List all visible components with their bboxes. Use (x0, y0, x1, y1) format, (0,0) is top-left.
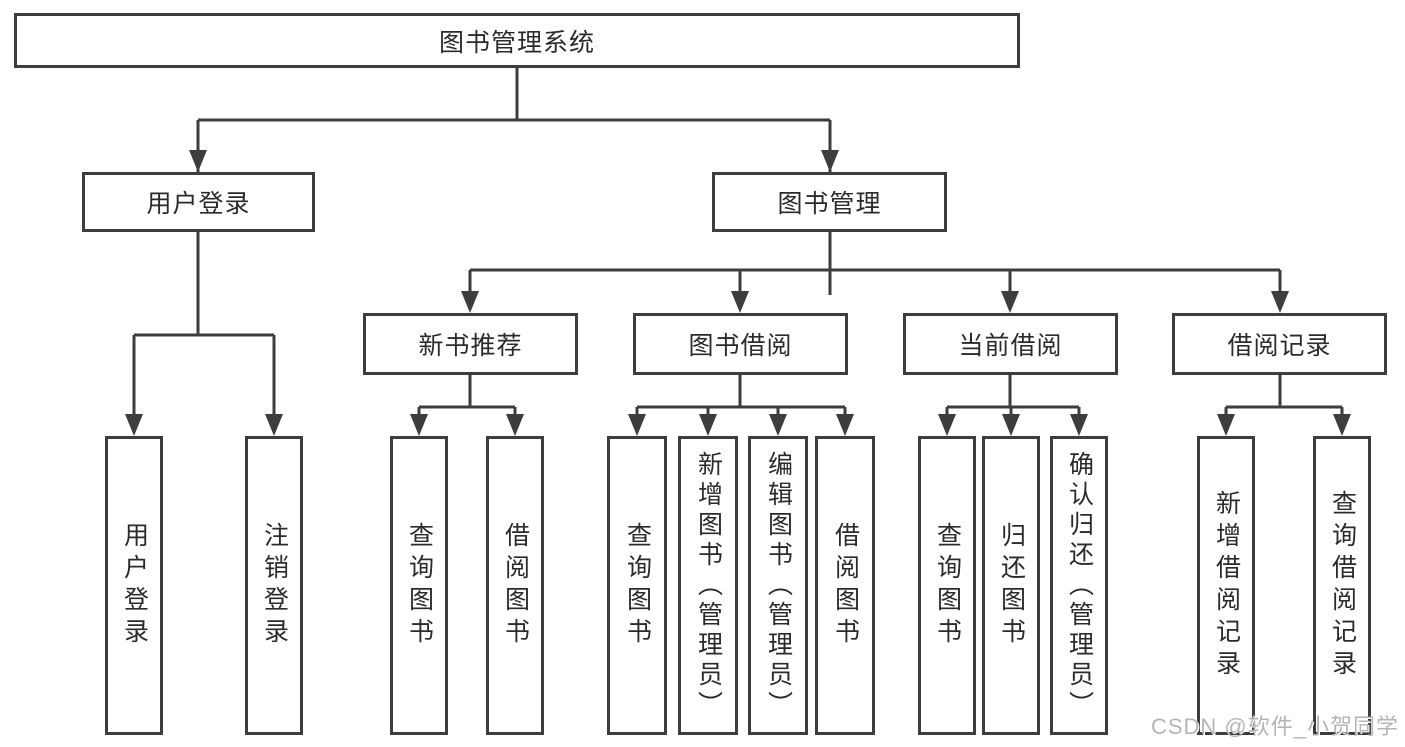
arrowhead (410, 414, 428, 436)
leaf-label: 新增图书（管理员） (694, 450, 723, 721)
leaf-label: 借阅图书 (831, 521, 860, 650)
leaf-query-books: 查询图书 (390, 436, 448, 735)
node-label: 借阅记录 (1227, 332, 1332, 360)
leaf-label: 查询图书 (405, 521, 434, 650)
arrowhead (769, 414, 787, 436)
leaf-query-books: 查询图书 (607, 436, 667, 735)
arrowhead (1271, 291, 1289, 313)
leaf-label: 查询借阅记录 (1328, 489, 1357, 682)
wire-book-management (468, 232, 1282, 294)
node-label: 用户登录 (146, 190, 251, 218)
leaf-label: 注销登录 (260, 521, 289, 650)
leaf-label: 确认归还（管理员） (1065, 450, 1094, 721)
node-label: 新书推荐 (418, 332, 523, 360)
leaf-logout: 注销登录 (245, 436, 303, 735)
node-label: 图书管理系统 (438, 28, 595, 57)
arrowhead (836, 414, 854, 436)
arrowhead (1333, 414, 1351, 436)
arrowhead (699, 414, 717, 436)
arrowhead (1070, 414, 1088, 436)
leaf-edit-books-admin: 编辑图书（管理员） (748, 436, 808, 735)
arrowhead (461, 291, 479, 313)
leaf-query-borrow-record: 查询借阅记录 (1313, 436, 1371, 735)
node-book-borrow: 图书借阅 (633, 313, 848, 375)
node-label: 当前借阅 (958, 332, 1063, 360)
leaf-label: 查询图书 (933, 521, 962, 650)
node-current-borrow: 当前借阅 (903, 313, 1118, 375)
leaf-add-borrow-record: 新增借阅记录 (1197, 436, 1255, 735)
leaf-borrow-books: 借阅图书 (486, 436, 544, 735)
node-library-management-system: 图书管理系统 (14, 13, 1020, 68)
node-label: 图书管理 (777, 190, 882, 218)
wire-current-borrow (945, 375, 1081, 417)
wire-new-book-recommend (417, 375, 517, 417)
leaf-label: 用户登录 (120, 521, 149, 650)
node-borrow-records: 借阅记录 (1172, 313, 1387, 375)
arrowhead (1002, 414, 1020, 436)
arrowhead (506, 414, 524, 436)
node-user-login: 用户登录 (82, 172, 315, 232)
arrowhead (1217, 414, 1235, 436)
arrowhead (1001, 291, 1019, 313)
arrowhead (938, 414, 956, 436)
csdn-watermark: CSDN @软件_小贺同学 (1150, 714, 1399, 739)
leaf-label: 编辑图书（管理员） (764, 450, 793, 721)
node-book-management: 图书管理 (712, 172, 947, 232)
arrowhead (189, 150, 207, 172)
arrowhead (125, 414, 143, 436)
wire-book-borrow (635, 375, 847, 417)
wire-borrow-records (1224, 375, 1344, 417)
leaf-user-login: 用户登录 (105, 436, 163, 735)
leaf-add-books-admin: 新增图书（管理员） (678, 436, 738, 735)
leaf-label: 借阅图书 (501, 521, 530, 650)
arrowhead (731, 291, 749, 313)
leaf-label: 新增借阅记录 (1212, 489, 1241, 682)
leaf-label: 归还图书 (997, 521, 1026, 650)
arrowhead (821, 150, 839, 172)
leaf-query-books: 查询图书 (918, 436, 976, 735)
leaf-borrow-books: 借阅图书 (815, 436, 875, 735)
wire-user-login (132, 232, 276, 417)
leaf-return-books: 归还图书 (982, 436, 1040, 735)
node-label: 图书借阅 (688, 332, 793, 360)
arrowhead (628, 414, 646, 436)
node-new-book-recommend: 新书推荐 (363, 313, 578, 375)
wire-root (196, 68, 832, 153)
arrowhead (265, 414, 283, 436)
leaf-confirm-return-admin: 确认归还（管理员） (1050, 436, 1108, 735)
leaf-label: 查询图书 (623, 521, 652, 650)
